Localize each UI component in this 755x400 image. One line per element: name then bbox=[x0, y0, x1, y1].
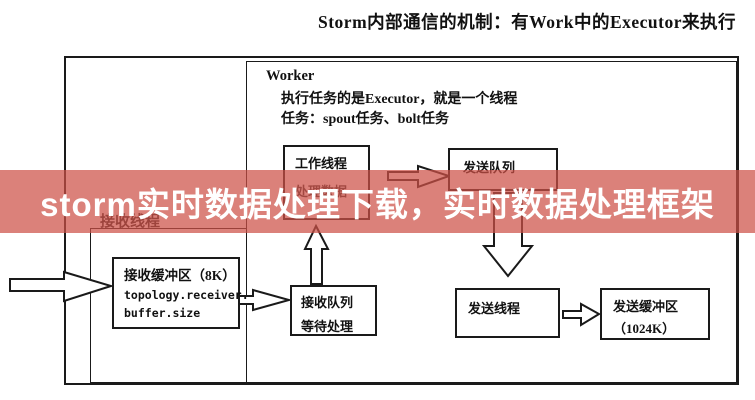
receive-buffer-label: 接收缓冲区（8K） bbox=[124, 268, 236, 283]
receive-buffer-config-line1: topology.receiver. bbox=[124, 288, 249, 302]
receive-buffer-node: 接收缓冲区（8K） topology.receiver. buffer.size bbox=[112, 257, 249, 329]
worker-title: Worker bbox=[266, 68, 315, 84]
receive-queue-sublabel: 等待处理 bbox=[301, 319, 354, 334]
send-buffer-node: 发送缓冲区 （1024K） bbox=[600, 288, 710, 340]
send-buffer-size-label: （1024K） bbox=[613, 321, 676, 336]
receive-buffer-config-line2: buffer.size bbox=[124, 306, 201, 320]
worker-description-line1: 执行任务的是Executor，就是一个线程 bbox=[281, 92, 518, 107]
article-title-banner: storm实时数据处理下载，实时数据处理框架 bbox=[0, 170, 755, 233]
page-title: Storm内部通信的机制：有Work中的Executor来执行 bbox=[318, 12, 736, 32]
send-thread-label: 发送线程 bbox=[468, 301, 521, 316]
receive-queue-node: 接收队列 等待处理 bbox=[290, 285, 377, 336]
worker-description-line2: 任务：spout任务、bolt任务 bbox=[281, 112, 450, 127]
send-thread-node: 发送线程 bbox=[455, 288, 560, 338]
article-title-text: storm实时数据处理下载，实时数据处理框架 bbox=[40, 185, 715, 223]
worker-thread-label: 工作线程 bbox=[295, 156, 348, 171]
receive-queue-label: 接收队列 bbox=[301, 295, 354, 310]
send-buffer-label: 发送缓冲区 bbox=[613, 299, 679, 314]
